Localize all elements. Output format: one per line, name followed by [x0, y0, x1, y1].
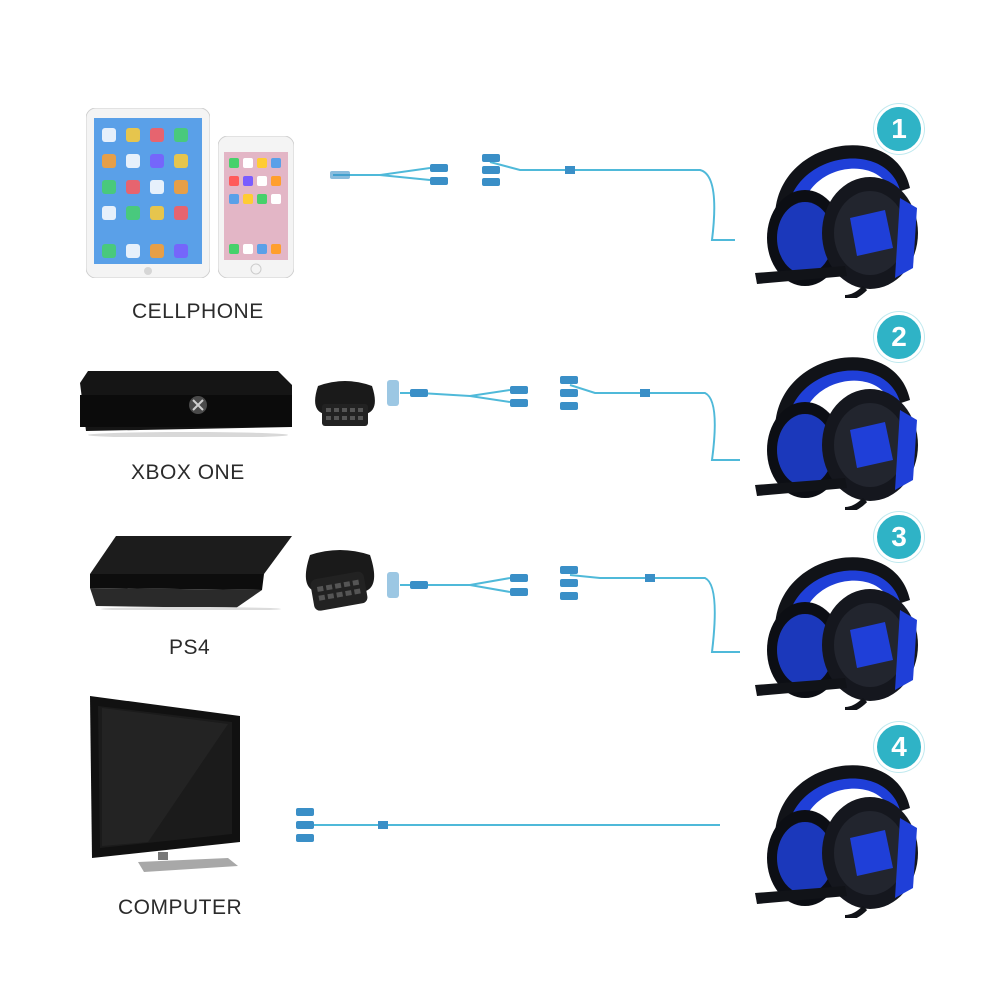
- smartphone-image: [218, 136, 294, 278]
- device-label: COMPUTER: [118, 896, 243, 919]
- device-label: PS4: [169, 636, 211, 659]
- xbox-controller-image: [315, 381, 375, 426]
- monitor-image: [90, 696, 240, 872]
- ps4-console-image: [90, 536, 292, 610]
- step-badge: 4: [874, 722, 924, 772]
- row-cellphone: CELLPHONE: [0, 0, 1000, 323]
- step-badge: 1: [874, 104, 924, 154]
- device-label: CELLPHONE: [132, 300, 264, 323]
- ps4-controller-image: [305, 550, 375, 611]
- step-badge: 3: [874, 512, 924, 562]
- xbox-console-image: [80, 371, 292, 437]
- step-badge: 2: [874, 312, 924, 362]
- device-label: XBOX ONE: [131, 461, 245, 484]
- tablet-image: [86, 108, 210, 278]
